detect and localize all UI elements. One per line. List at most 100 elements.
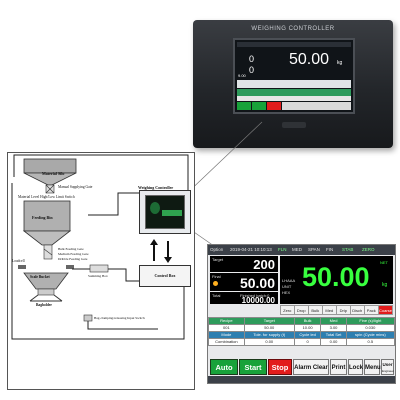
mode-value-row[interactable]: Combination 0.00 0 0.00 0.5	[208, 338, 396, 346]
label-dribble-feeding-gate: Dribble Feeding Gate	[58, 257, 88, 261]
final-value: 50.00	[239, 275, 275, 291]
col-target: Target	[243, 317, 295, 325]
device-small-value-left: 9.00	[238, 73, 246, 78]
total-value: 10000.00	[241, 296, 275, 305]
device-port	[282, 122, 306, 128]
status-datetime: 2019-04-21 10:10:13	[230, 247, 272, 252]
print-button[interactable]: Print	[330, 359, 347, 375]
device-screen: 0 0 9.00 50.00 kg	[233, 38, 355, 114]
mode-header-row: Mode Tole. for supply (t) Cycle led Tota…	[208, 331, 396, 339]
col-spin: spin (Cycle mins)	[345, 331, 396, 339]
device-main-value: 50.00	[289, 51, 330, 68]
cell-recipe[interactable]: 001	[208, 324, 245, 332]
key-med[interactable]: Med	[322, 305, 337, 315]
label-feeding-bin: Feeding Bin	[32, 215, 53, 220]
label-bag-switch: Bag-clamping/releasing Input Switch	[94, 316, 145, 320]
label-material-silo: Material Silo	[42, 171, 65, 176]
recipe-value-row[interactable]: 001 50.00 10.00 3.00 0.030	[208, 324, 396, 332]
label-level-switch: Material Level High/Low Limit Switch	[18, 195, 75, 199]
cell-spin[interactable]: 0.5	[345, 338, 396, 346]
status-span: SPAN	[308, 247, 320, 252]
final-display: Final 50.00	[210, 273, 278, 291]
label-scale-bucket: Scale Bucket	[30, 275, 50, 279]
key-pack[interactable]: Pack	[364, 305, 379, 315]
label-control-box: Control Box	[154, 273, 176, 278]
status-bar: Option 2019-04-21 10:10:13 FLN MED SPAN …	[208, 245, 395, 255]
side-info-2: UNIT	[282, 284, 292, 289]
device-small-value-top: 0	[249, 54, 255, 64]
status-stab: STAB	[342, 247, 354, 252]
recipe-header-row: Recipe Target Bulk Med Fine (s)/light	[208, 317, 396, 325]
col-cycle-led: Cycle led	[293, 331, 322, 339]
status-med: MED	[292, 247, 302, 252]
key-coarse[interactable]: Coarse	[378, 305, 393, 315]
status-option[interactable]: Option	[210, 247, 224, 252]
diagram-drawing	[11, 154, 189, 340]
controller-screen: Option 2019-04-21 10:10:13 FLN MED SPAN …	[207, 244, 396, 384]
main-weight-value: 50.00	[302, 262, 370, 292]
auto-button[interactable]: Auto	[210, 359, 238, 375]
label-manual-supplying-gate: Manual Supplying Gate	[58, 185, 93, 189]
main-weight-unit: kg	[382, 282, 388, 288]
device-screen-topbar	[237, 42, 351, 47]
label-loadcell: Loadcell	[12, 259, 25, 263]
label-bagholder: Bagholder	[36, 303, 52, 307]
side-info-3: HEX	[282, 290, 291, 295]
cell-bulk[interactable]: 10.00	[293, 324, 322, 332]
col-bulk: Bulk	[293, 317, 322, 325]
stop-button[interactable]: Stop	[268, 359, 292, 375]
device-keys-row	[237, 80, 351, 88]
cell-target[interactable]: 50.00	[243, 324, 295, 332]
device-brand-label: WEIGHING CONTROLLER	[251, 26, 335, 32]
net-indicator: NET	[380, 260, 388, 265]
cell-mode[interactable]: Combination	[208, 338, 245, 346]
label-medium-feeding-gate: Medium Feeding Gate	[58, 252, 89, 256]
diagram-controller-icon	[139, 190, 191, 234]
bottom-strip	[208, 376, 395, 383]
col-total-set: Total Set	[320, 331, 347, 339]
device-small-value-mid: 0	[249, 65, 255, 75]
cell-tolerance[interactable]: 0.00	[243, 338, 295, 346]
target-label: Target	[212, 257, 224, 262]
key-bulk[interactable]: Bulk	[308, 305, 323, 315]
status-zero: ZERO	[362, 247, 375, 252]
target-value: 200	[253, 257, 275, 272]
cell-cycle-led[interactable]: 0	[293, 338, 322, 346]
alarm-clear-button[interactable]: Alarm Clear	[293, 359, 329, 375]
start-button[interactable]: Start	[239, 359, 267, 375]
label-summing-box: Summing Box	[88, 274, 108, 278]
status-fln: FLN	[278, 247, 287, 252]
side-info-1: LHAAA	[282, 278, 296, 283]
final-label: Final	[212, 274, 221, 279]
col-fine: Fine (s)/light	[345, 317, 396, 325]
menu-button[interactable]: Menu	[364, 359, 381, 375]
diagram-control-box: Control Box	[139, 265, 191, 287]
col-tolerance: Tole. for supply (t)	[243, 331, 295, 339]
key-zero[interactable]: Zero	[280, 305, 295, 315]
device-table-header	[237, 89, 351, 96]
device-buttons-row	[237, 102, 351, 110]
cell-med[interactable]: 3.00	[320, 324, 347, 332]
key-disch[interactable]: Disch	[350, 305, 365, 315]
cell-fine[interactable]: 0.030	[345, 324, 396, 332]
cell-total-set[interactable]: 0.00	[320, 338, 347, 346]
key-drop[interactable]: Drop	[294, 305, 309, 315]
total-display: Total Finished batch:0 10000.00	[210, 292, 278, 305]
col-mode: Mode	[208, 331, 245, 339]
user-role: Engineer	[382, 369, 395, 373]
lock-button[interactable]: Lock	[348, 359, 363, 375]
col-med: Med	[320, 317, 347, 325]
label-bulk-feeding-gate: Bulk Feeding Gate	[58, 247, 84, 251]
device-table-row	[237, 96, 351, 101]
user-button[interactable]: User Engineer	[381, 359, 394, 375]
status-fin: FIN	[326, 247, 334, 252]
total-label: Total	[212, 293, 221, 298]
label-weighing-controller: Weighing Controller	[138, 185, 174, 190]
target-display: Target 200	[210, 256, 278, 272]
user-label: User	[382, 362, 393, 367]
main-weight-display: LHAAA UNIT HEX 50.00 kg NET	[280, 256, 393, 304]
key-drip[interactable]: Drip	[336, 305, 351, 315]
recipe-table: Recipe Target Bulk Med Fine (s)/light 00…	[208, 317, 396, 346]
total-finished-batch: Finished batch:0	[240, 293, 270, 298]
device-main-unit: kg	[337, 60, 343, 66]
